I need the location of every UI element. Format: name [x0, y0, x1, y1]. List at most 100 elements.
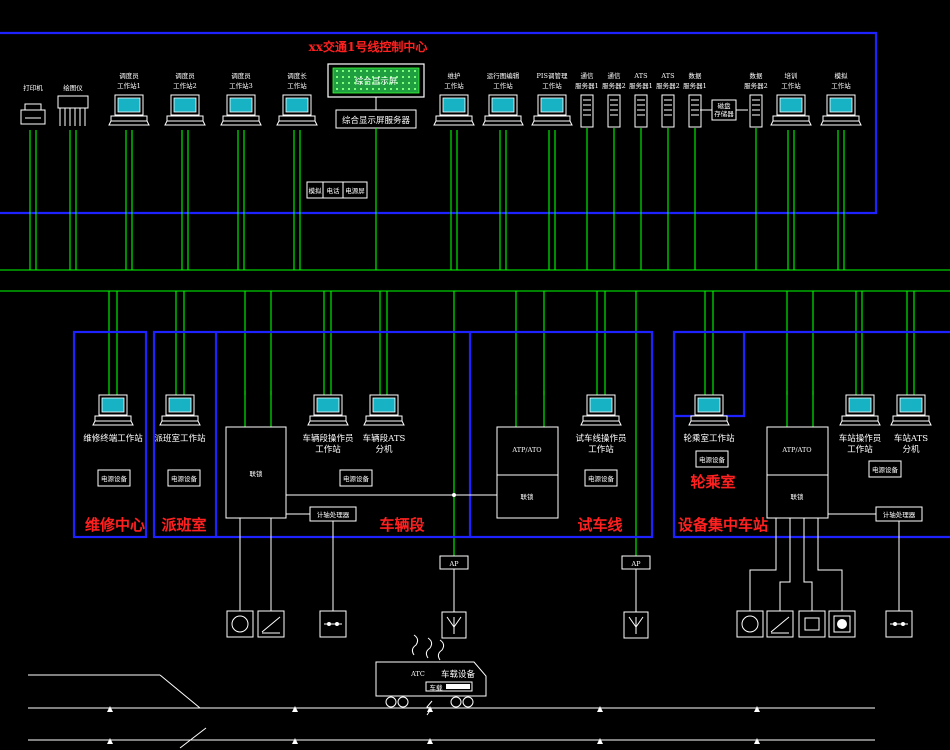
top-device-0: 打印机 — [20, 83, 46, 270]
control-center-title: xx交通1号线控制中心 — [309, 39, 428, 54]
area-label-2: 车辆段 — [379, 516, 424, 534]
big-screen: 综合显示屏 — [327, 63, 425, 98]
workstation-icon — [890, 394, 932, 426]
device-label-6-1: 工作站 — [444, 81, 464, 90]
signal-icon — [226, 610, 254, 638]
device-label-3-1: 工作站2 — [173, 81, 197, 90]
train-atc-label: ATC — [410, 670, 425, 678]
power-box-4: 电源设备 — [695, 450, 729, 468]
workstation-icon — [108, 94, 150, 126]
power-box-0: 电源设备 — [97, 469, 131, 487]
area-label-0: 维修中心 — [85, 516, 145, 534]
device-label-7-0: 运行图编辑 — [487, 71, 520, 80]
workstation-label-5-0: 轮乘室工作站 — [683, 433, 735, 444]
device-label-13-1: 服务器1 — [683, 81, 707, 90]
switch-icon — [257, 610, 285, 638]
workstation-label-6-1: 工作站 — [847, 444, 873, 455]
big-screen-label: 综合显示屏 — [355, 76, 398, 87]
door-icon — [798, 610, 826, 638]
workstation-icon — [770, 94, 812, 126]
axle-counter-icon — [319, 610, 347, 638]
workstation-icon — [159, 394, 201, 426]
workstation-icon — [307, 394, 349, 426]
device-label-3-0: 调度员 — [175, 71, 195, 80]
device-label-14-1: 服务器2 — [744, 81, 768, 90]
mini-label-0: 模拟 — [309, 186, 323, 195]
power-box-2: 电源设备 — [339, 469, 373, 487]
depot-interlock-cabinet: 联锁 — [225, 426, 287, 519]
ap-label-testline: AP — [630, 560, 641, 568]
device-label-6-0: 维护 — [448, 71, 461, 80]
device-label-11-0: ATS — [633, 72, 647, 80]
workstation-icon — [164, 94, 206, 126]
control-center-frame — [0, 31, 878, 215]
station-ato-label: ATP/ATO — [781, 446, 811, 454]
power-label: 电源设备 — [872, 465, 899, 474]
printer-icon — [20, 103, 46, 125]
power-label: 电源设备 — [101, 474, 128, 483]
field-devices — [226, 518, 913, 639]
ap-label-depot: AP — [448, 560, 459, 568]
power-label: 电源设备 — [343, 474, 370, 483]
storage-label-1: 磁盘 — [718, 101, 732, 110]
device-label-10-0: 通信 — [608, 71, 622, 80]
device-label-11-1: 服务器1 — [629, 81, 653, 90]
workstation-label-2-0: 车辆段操作员 — [302, 433, 353, 444]
area-label-1: 派班室 — [161, 516, 206, 534]
ap-testline: AP — [621, 555, 651, 570]
screen-server-label: 综合显示屏服务器 — [342, 115, 411, 126]
server-icon — [607, 94, 621, 128]
server-icon — [580, 94, 594, 128]
device-label-15-1: 工作站 — [781, 81, 801, 90]
device-label-2-1: 工作站1 — [117, 81, 141, 90]
switch-icon — [766, 610, 794, 638]
power-boxes: 电源设备电源设备电源设备电源设备电源设备电源设备 — [97, 450, 902, 487]
backbone-bus — [0, 269, 950, 292]
power-label: 电源设备 — [588, 474, 615, 483]
workstation-icon — [92, 394, 134, 426]
power-label: 电源设备 — [699, 455, 726, 464]
device-label-5-0: 调度长 — [287, 71, 307, 80]
workstation-icon — [220, 94, 262, 126]
device-label-5-1: 工作站 — [287, 81, 307, 90]
workstation-icon — [363, 394, 405, 426]
station-ato-cabinet: ATP/ATO 联锁 — [766, 426, 829, 519]
antenna-icon — [441, 611, 467, 639]
lower-workstation-5: 轮乘室工作站 — [683, 394, 735, 444]
device-label-1-0: 绘图仪 — [63, 83, 83, 92]
device-label-4-1: 工作站3 — [229, 81, 253, 90]
lower-workstations: 维修终端工作站派班室工作站车辆段操作员工作站车辆段ATS分机试车线操作员工作站轮… — [83, 394, 932, 455]
workstation-label-4-0: 试车线操作员 — [575, 433, 626, 444]
area-frames — [72, 330, 950, 539]
mini-label-1: 电话 — [327, 186, 341, 195]
device-label-9-1: 服务器1 — [575, 81, 599, 90]
server-icon — [661, 94, 675, 128]
power-box-1: 电源设备 — [167, 469, 201, 487]
workstation-label-3-0: 车辆段ATS — [363, 433, 406, 444]
top-device-1: 绘图仪 — [57, 83, 89, 270]
device-label-12-0: ATS — [660, 72, 674, 80]
workstation-icon — [482, 94, 524, 126]
device-label-16-0: 模拟 — [835, 71, 849, 80]
track — [28, 674, 875, 749]
power-label: 电源设备 — [171, 474, 198, 483]
testline-ato-label: ATP/ATO — [511, 446, 541, 454]
workstation-icon — [839, 394, 881, 426]
station-interlock-label: 联锁 — [791, 492, 805, 501]
lower-workstation-1: 派班室工作站 — [154, 394, 206, 444]
